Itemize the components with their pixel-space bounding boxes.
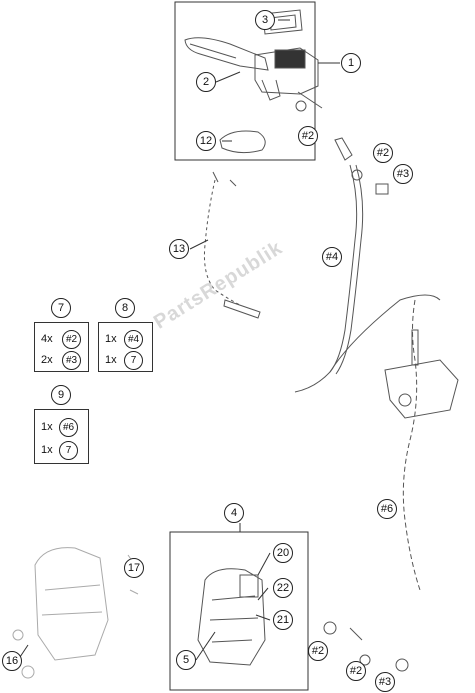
washer	[295, 100, 307, 112]
callout-13: 13	[169, 239, 189, 259]
kit-7-row1-qty: 4x	[41, 333, 53, 345]
kit-9-row2-ref: 7	[59, 441, 78, 460]
callout-ref-4: #4	[322, 247, 342, 267]
callout-ref-2-d: #2	[346, 661, 366, 681]
callout-ref-3-b: #3	[375, 672, 395, 692]
faded-caliper	[12, 547, 139, 679]
callout-ref-2-a: #2	[298, 126, 318, 146]
kit-9-row1-ref: #6	[59, 418, 78, 437]
master-cylinder-box	[174, 1, 316, 161]
kit-7-row2-ref: #3	[62, 351, 81, 370]
cable-13	[204, 179, 241, 306]
callout-3: 3	[255, 10, 275, 30]
callout-16: 16	[2, 651, 22, 671]
kit-8-panel: 1x #4 1x 7	[98, 322, 153, 372]
kit-9-panel: 1x #6 1x 7	[34, 409, 89, 464]
brake-lever	[184, 37, 269, 71]
callout-7: 7	[51, 298, 71, 318]
kit-8-row2-qty: 1x	[105, 354, 117, 366]
kit-7-row2-qty: 2x	[41, 354, 53, 366]
callout-8: 8	[115, 298, 135, 318]
callout-ref-2-c: #2	[308, 641, 328, 661]
nut	[375, 183, 389, 195]
callout-9: 9	[51, 385, 71, 405]
callout-ref-6: #6	[377, 499, 397, 519]
part-12-shape	[219, 130, 266, 154]
callout-22: 22	[273, 578, 293, 598]
hose-6	[402, 299, 421, 591]
kit-8-row1-ref: #4	[124, 330, 143, 349]
callout-17: 17	[124, 558, 144, 578]
callout-ref-3-a: #3	[393, 164, 413, 184]
callout-ref-2-b: #2	[373, 143, 393, 163]
callout-4: 4	[224, 503, 244, 523]
callout-1: 1	[341, 53, 361, 73]
callout-12: 12	[196, 131, 216, 151]
caliper-right	[384, 359, 459, 419]
sensor	[223, 299, 261, 319]
kit-8-row2-ref: 7	[124, 351, 143, 370]
brake-line-upper	[294, 164, 358, 393]
caliper-box	[169, 531, 309, 691]
kit-7-row1-ref: #2	[62, 330, 81, 349]
callout-20: 20	[273, 543, 293, 563]
kit-9-row2-qty: 1x	[41, 444, 53, 456]
callout-21: 21	[273, 610, 293, 630]
reservoir-cap	[274, 49, 306, 69]
caliper	[197, 568, 266, 666]
callout-5: 5	[176, 650, 196, 670]
kit-7-panel: 4x #2 2x #3	[34, 322, 89, 372]
banjo-bolt	[334, 137, 353, 161]
kit-8-row1-qty: 1x	[105, 333, 117, 345]
callout-2: 2	[196, 72, 216, 92]
kit-9-row1-qty: 1x	[41, 421, 53, 433]
